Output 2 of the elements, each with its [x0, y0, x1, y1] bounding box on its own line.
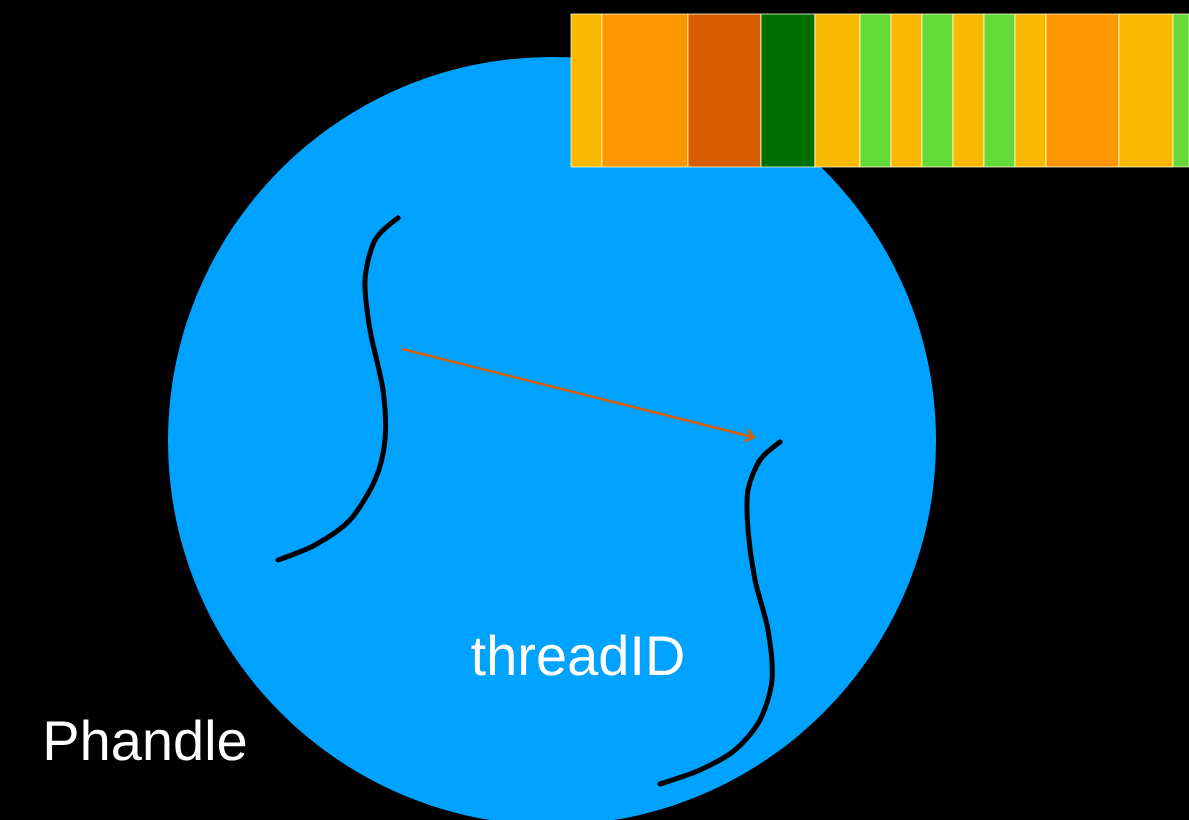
thread-curve	[275, 215, 401, 563]
arrow	[401, 347, 756, 443]
